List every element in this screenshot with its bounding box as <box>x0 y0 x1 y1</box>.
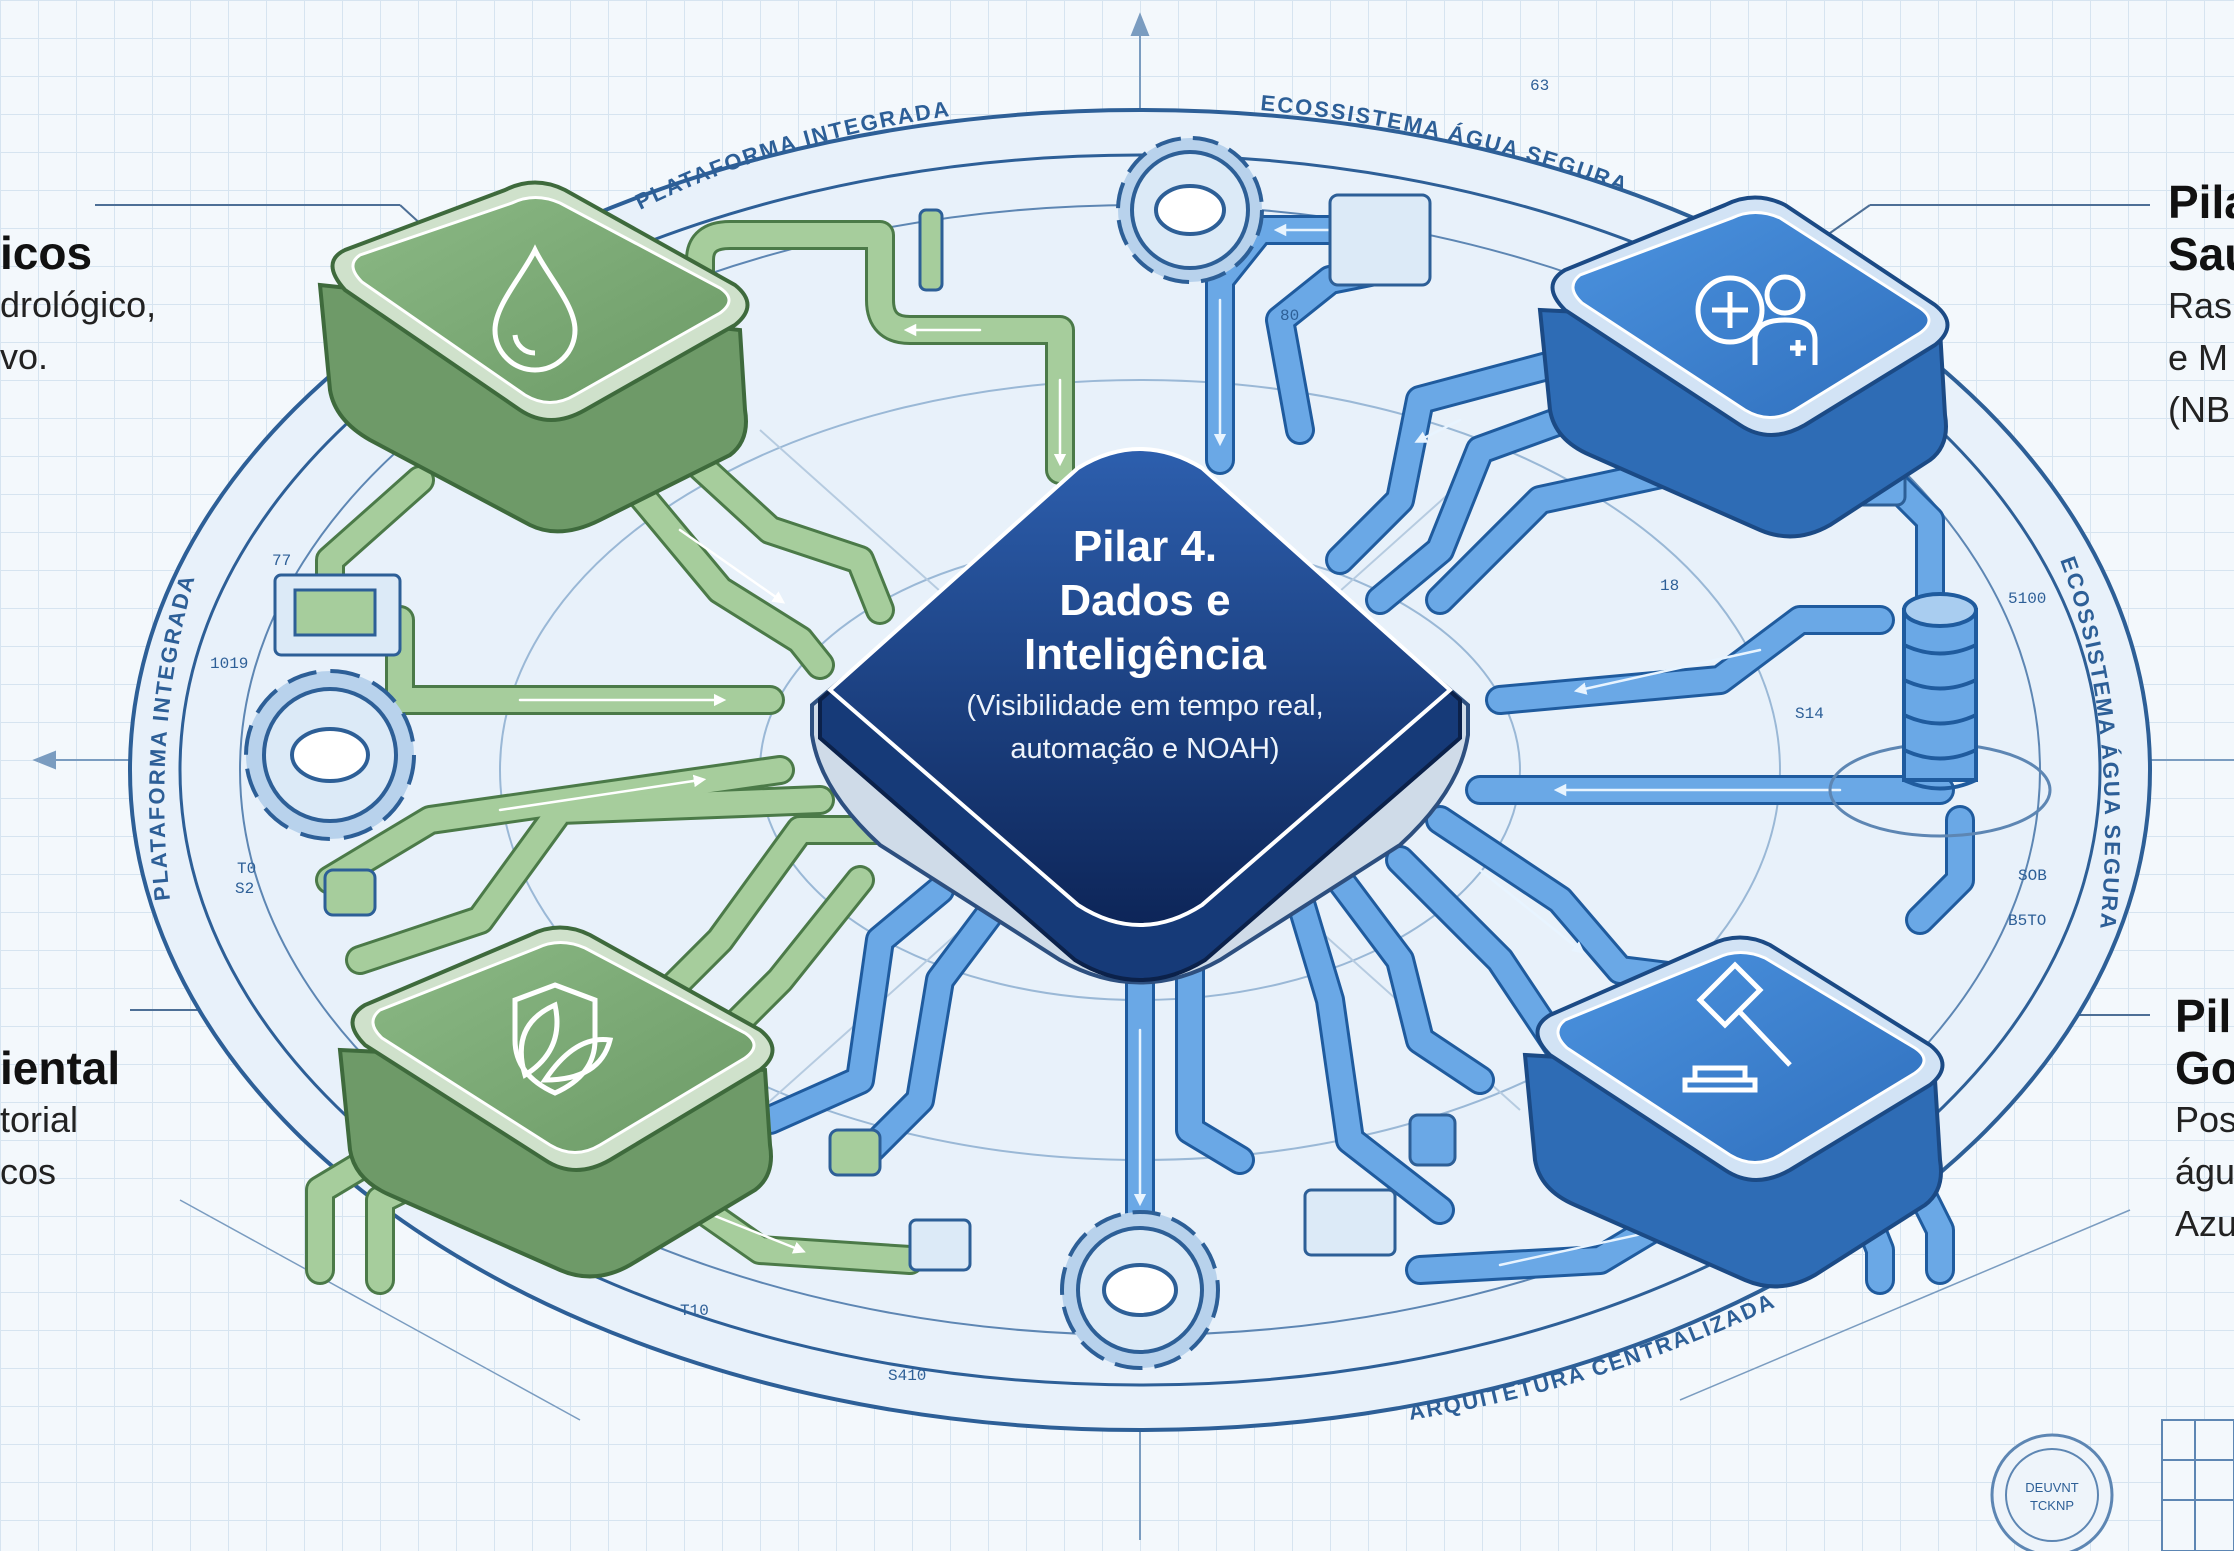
svg-text:80: 80 <box>1280 307 1299 325</box>
svg-text:18: 18 <box>1660 577 1679 595</box>
blue-pipes <box>755 215 1975 1295</box>
devices <box>273 193 1907 1272</box>
pillar-heading: icos <box>0 227 93 279</box>
hub-title-block: Pilar 4. Dados e Inteligência (Visibilid… <box>920 520 1370 768</box>
pillar-heading: Go <box>2175 1042 2234 1094</box>
pillar-caption-bottom-left: iental torial cos <box>0 1042 120 1198</box>
pillar-caption-top-right: Pila Sau Ras e M (NB <box>2168 176 2234 436</box>
pillar-description-line: Ras <box>2168 285 2233 326</box>
svg-text:S410: S410 <box>888 1367 926 1385</box>
health-person-icon <box>1695 274 1818 365</box>
title-block <box>2161 1419 2234 1551</box>
gavel-icon <box>1682 961 1792 1093</box>
svg-text:TCKNP: TCKNP <box>2030 1498 2074 1513</box>
svg-text:S2: S2 <box>235 880 254 898</box>
hub-subtitle-line: automação e NOAH) <box>1010 733 1280 765</box>
pillar-description-line: (NB <box>2168 389 2230 430</box>
hub-title-line: Pilar 4. <box>1072 522 1218 571</box>
pillar-description-line: Pos <box>2175 1099 2234 1140</box>
pillar-heading: Sau <box>2168 228 2234 280</box>
gear-icon <box>1116 136 1264 284</box>
hub-title-line: Dados e <box>1059 576 1231 625</box>
gear-icon <box>1060 1210 1220 1370</box>
hub-title-line: Inteligência <box>1023 630 1267 679</box>
pillar-heading: Pil <box>2175 990 2232 1042</box>
database-icon <box>1828 592 2052 838</box>
pillar-description-line: cos <box>0 1151 57 1192</box>
blueprint-annotations: 63 77 1019 80 18 5100 S14 SOB B5TO T0 S2… <box>210 77 2047 1385</box>
pillar-description-line: Azu <box>2175 1203 2234 1244</box>
gear-icon <box>244 669 416 841</box>
pillar-heading: iental <box>0 1042 121 1094</box>
green-pipes <box>305 220 1075 1295</box>
svg-text:T0: T0 <box>237 860 256 878</box>
water-drop-icon <box>492 244 578 373</box>
pillar-description-line: torial <box>0 1099 79 1140</box>
pillar-caption-bottom-right: Pil Go Pos águ Azu <box>2175 990 2234 1250</box>
svg-text:1019: 1019 <box>210 655 248 673</box>
hub-hexagon <box>810 447 1470 985</box>
svg-text:S14: S14 <box>1795 705 1824 723</box>
pillar-tile-top-right <box>1537 195 1950 539</box>
pillar-tile-bottom-right <box>1522 935 1945 1289</box>
pillar-description-line: vo. <box>0 336 49 377</box>
stamp: DEUVNT TCKNP <box>1990 1433 2114 1551</box>
svg-text:SOB: SOB <box>2018 867 2047 885</box>
hub-subtitle-line: (Visibilidade em tempo real, <box>966 690 1324 722</box>
pillar-caption-top-left: icos drológico, vo. <box>0 227 156 383</box>
pillar-heading: Pila <box>2168 176 2234 228</box>
pillar-tile-top-left <box>317 180 750 534</box>
pillar-description-line: drológico, <box>0 284 157 325</box>
pillar-description-line: águ <box>2175 1151 2234 1192</box>
svg-text:T10: T10 <box>680 1302 709 1320</box>
svg-text:5100: 5100 <box>2008 590 2046 608</box>
svg-text:77: 77 <box>272 552 291 570</box>
svg-text:B5TO: B5TO <box>2008 912 2046 930</box>
svg-text:63: 63 <box>1530 77 1549 95</box>
pillar-description-line: e M <box>2168 337 2229 378</box>
pillar-tile-bottom-left <box>337 925 775 1279</box>
svg-text:DEUVNT: DEUVNT <box>2025 1480 2079 1495</box>
leaf-shield-icon <box>512 982 614 1096</box>
